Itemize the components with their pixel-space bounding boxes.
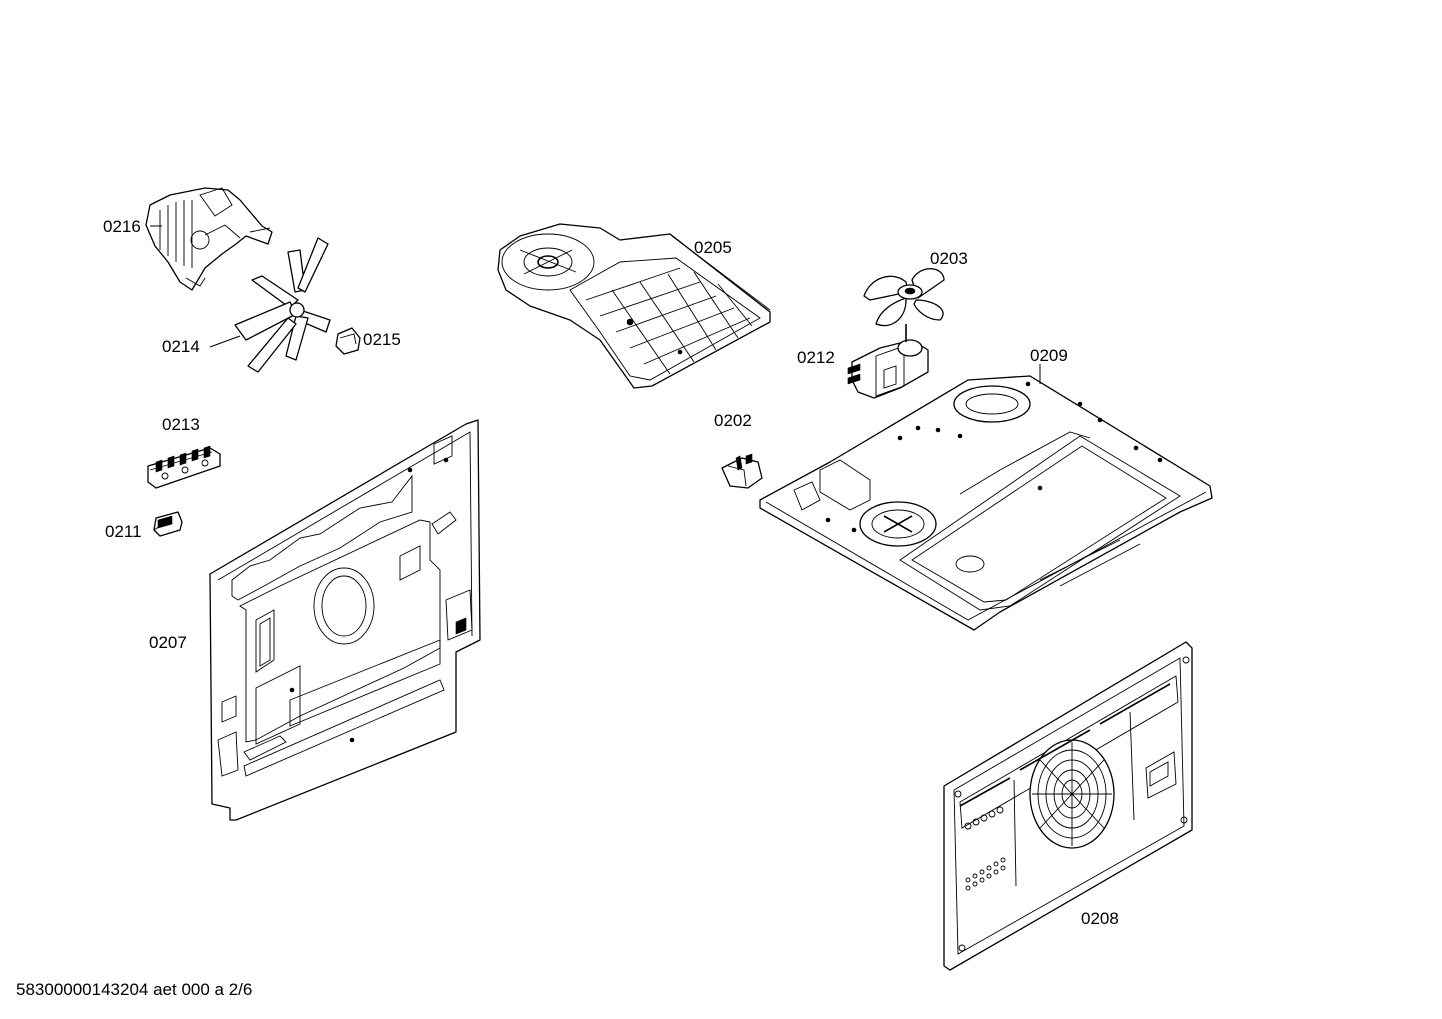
part-0203-fan-blade bbox=[863, 268, 945, 327]
label-0212: 0212 bbox=[797, 348, 835, 367]
part-0202-thermostat bbox=[721, 453, 763, 489]
label-0214: 0214 bbox=[162, 337, 200, 356]
part-0213-terminal-block bbox=[147, 445, 221, 489]
document-id: 58300000143204 aet 000 a 2/6 bbox=[16, 980, 253, 999]
part-0212-motor bbox=[847, 324, 929, 399]
part-0216-fan-motor bbox=[145, 187, 273, 291]
part-0208-front-panel bbox=[943, 641, 1193, 971]
part-0209-top-plate bbox=[759, 375, 1213, 631]
label-0205: 0205 bbox=[694, 238, 732, 257]
label-0215: 0215 bbox=[363, 330, 401, 349]
label-0209: 0209 bbox=[1030, 346, 1068, 365]
part-0215-nut bbox=[335, 327, 361, 355]
label-0207: 0207 bbox=[149, 633, 187, 652]
label-0211: 0211 bbox=[105, 522, 142, 541]
label-0202: 0202 bbox=[714, 411, 752, 430]
label-0216: 0216 bbox=[103, 217, 141, 236]
label-0213: 0213 bbox=[162, 415, 200, 434]
part-0207-rear-panel bbox=[209, 419, 481, 821]
part-0211-clip bbox=[153, 511, 183, 537]
part-0214-fan-impeller bbox=[234, 237, 331, 373]
label-0203: 0203 bbox=[930, 249, 968, 268]
part-0205-duct-cover bbox=[497, 223, 771, 389]
leader-lines bbox=[150, 225, 1041, 531]
label-0208: 0208 bbox=[1081, 909, 1119, 928]
